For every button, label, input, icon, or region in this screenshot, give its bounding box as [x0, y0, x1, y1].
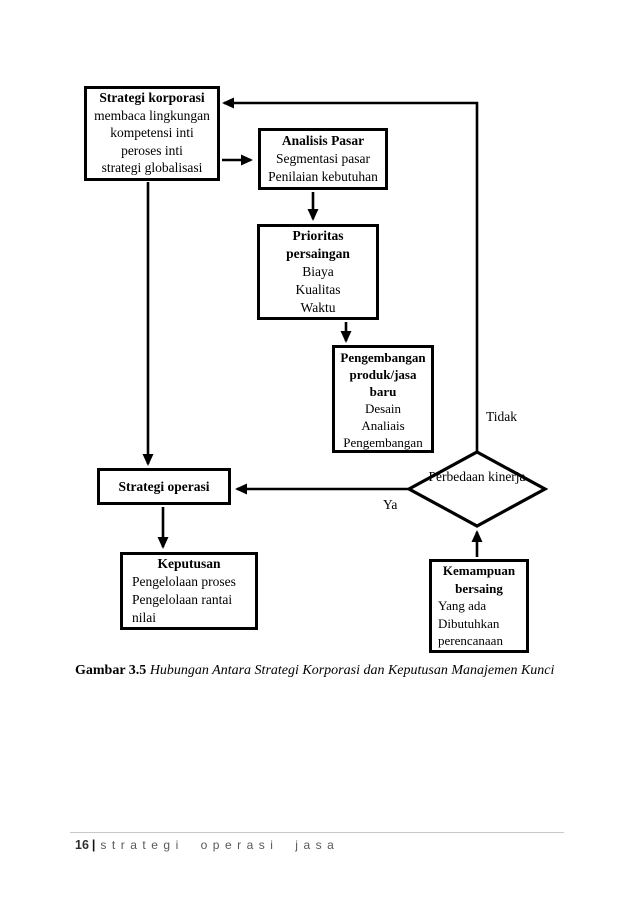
- box-title: Kemampuan: [442, 563, 516, 578]
- box-item: Pengembangan: [343, 435, 423, 450]
- box-title: bersaing: [455, 580, 503, 596]
- box-prioritas-persaingan: Prioritas persaingan Biaya Kualitas Wakt…: [257, 224, 379, 320]
- box-item: Segmentasi pasar: [275, 151, 371, 166]
- box-item: Pengelolaan rantai: [132, 592, 233, 607]
- page-number: 16: [75, 838, 89, 852]
- edge-label-ya: Ya: [383, 497, 398, 512]
- box-strategi-operasi: Strategi operasi: [97, 468, 231, 505]
- box-item: strategi globalisasi: [101, 160, 203, 175]
- figure-caption-text: Hubungan Antara Strategi Korporasi dan K…: [149, 663, 555, 678]
- box-title: Keputusan: [157, 556, 221, 571]
- box-item: kompetensi inti: [110, 125, 194, 140]
- box-item: Waktu: [300, 300, 336, 315]
- box-kemampuan-bersaing: Kemampuan bersaing Yang ada Dibutuhkan p…: [429, 559, 529, 653]
- figure-caption-label: Gambar 3.5: [75, 663, 147, 678]
- box-title: Strategi korporasi: [99, 90, 205, 105]
- box-item: Penilaian kebutuhan: [268, 169, 378, 184]
- box-title: Pengembangan: [340, 350, 426, 365]
- footer-divider: [70, 832, 564, 833]
- box-title: baru: [369, 384, 397, 399]
- box-strategi-korporasi: Strategi korporasi membaca lingkungan ko…: [84, 86, 220, 181]
- page-footer: 16 | strategi operasi jasa: [75, 838, 339, 852]
- box-item: Biaya: [302, 264, 334, 279]
- figure-caption: Gambar 3.5 Hubungan Antara Strategi Korp…: [75, 663, 555, 679]
- box-title: Strategi operasi: [118, 479, 210, 494]
- box-item: Yang ada: [438, 598, 487, 613]
- box-item: membaca lingkungan: [94, 107, 210, 123]
- box-item: Analiais: [361, 418, 405, 433]
- box-analisis-pasar: Analisis Pasar Segmentasi pasar Penilaia…: [258, 128, 388, 190]
- box-keputusan: Keputusan Pengelolaan proses Pengelolaan…: [120, 552, 258, 630]
- box-item: nilai: [132, 610, 156, 625]
- decision-diamond: [405, 450, 549, 528]
- box-title: Analisis Pasar: [281, 133, 365, 148]
- box-item: Desain: [364, 401, 402, 416]
- decision-line: Perbedaan: [428, 469, 485, 484]
- box-title: Prioritas: [292, 228, 344, 243]
- footer-separator: |: [91, 838, 96, 852]
- box-item: Kualitas: [295, 282, 341, 297]
- box-pengembangan: Pengembangan produk/jasa baru Desain Ana…: [332, 345, 434, 453]
- decision-label: Perbedaan kinerja: [409, 467, 545, 486]
- box-title: persaingan: [286, 246, 350, 261]
- box-item: Dibutuhkan: [438, 615, 500, 631]
- edge-label-tidak: Tidak: [486, 409, 518, 424]
- box-title: produk/jasa: [349, 367, 417, 382]
- box-item: perencanaan: [438, 633, 503, 648]
- decision-line: kinerja: [488, 469, 526, 484]
- box-item: Pengelolaan proses: [132, 574, 236, 589]
- footer-title: strategi operasi jasa: [100, 838, 340, 852]
- box-item: peroses inti: [121, 142, 183, 158]
